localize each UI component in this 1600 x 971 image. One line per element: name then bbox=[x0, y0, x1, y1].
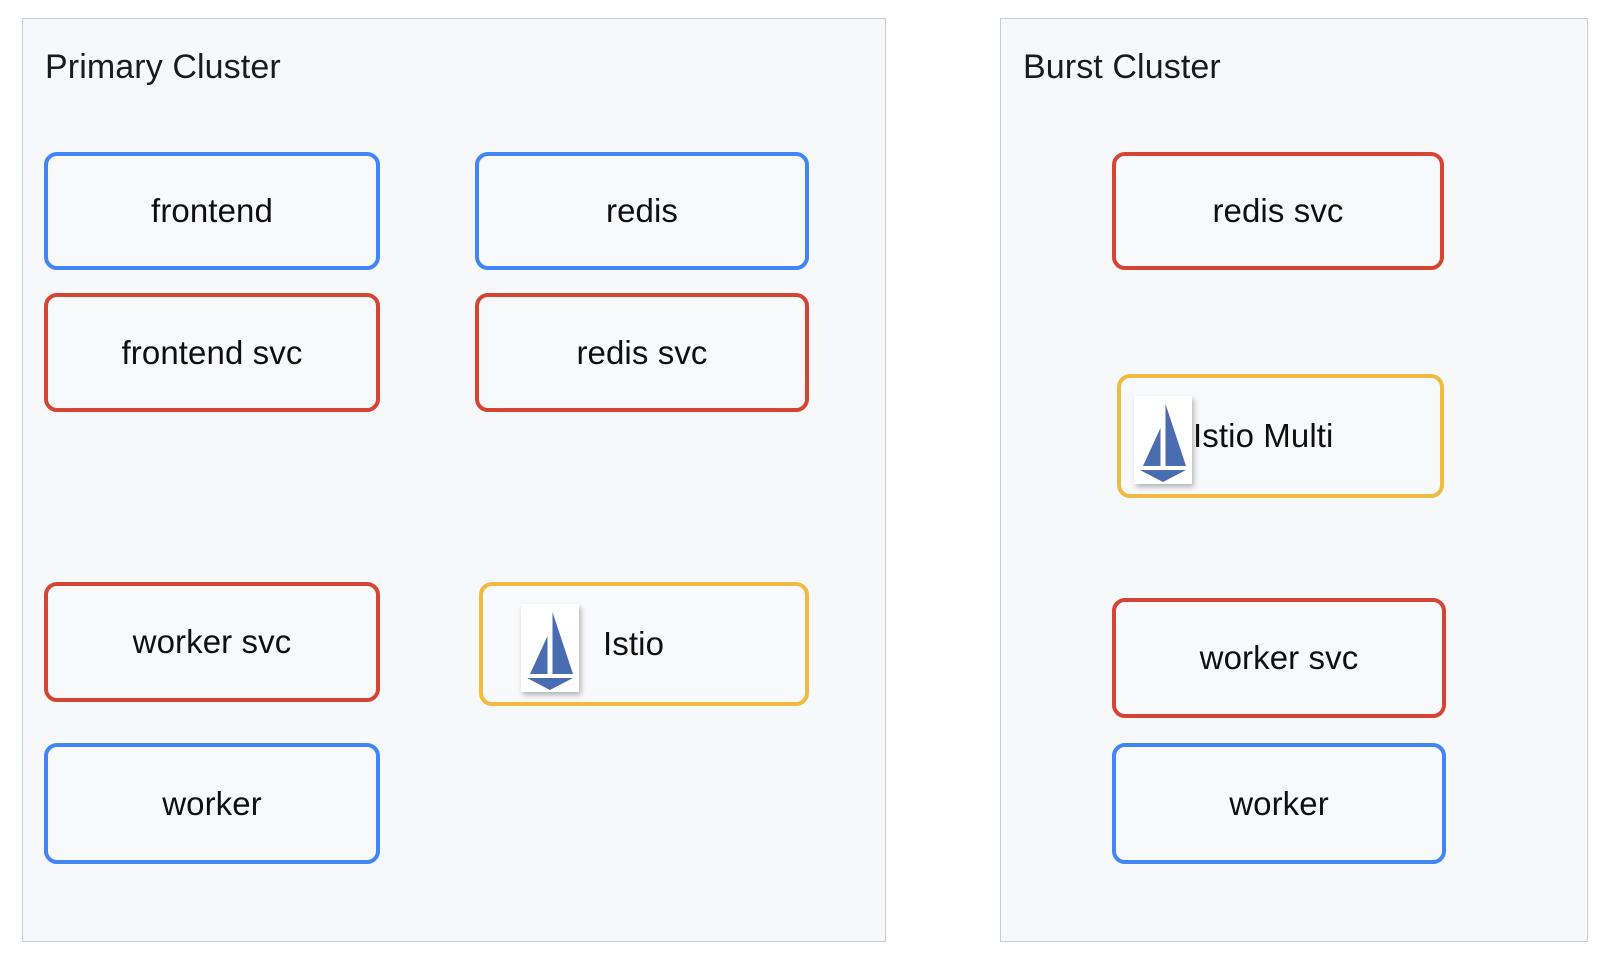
node-redis[interactable]: redis bbox=[475, 152, 809, 270]
node-redis-label: redis bbox=[605, 192, 679, 229]
node-istio[interactable]: Istio bbox=[479, 582, 809, 706]
istio-sailboat-logo-icon bbox=[1134, 396, 1192, 484]
node-frontend-svc[interactable]: frontend svc bbox=[44, 293, 380, 412]
node-worker[interactable]: worker bbox=[44, 743, 380, 864]
cluster-title-primary: Primary Cluster bbox=[45, 48, 281, 86]
cluster-title-burst: Burst Cluster bbox=[1023, 48, 1221, 86]
node-frontend[interactable]: frontend bbox=[44, 152, 380, 270]
node-burst-redis-svc[interactable]: redis svc bbox=[1112, 152, 1444, 270]
node-frontend-label: frontend bbox=[151, 192, 273, 229]
node-istio-label: Istio bbox=[603, 625, 665, 662]
node-redis-svc[interactable]: redis svc bbox=[475, 293, 809, 412]
node-burst-worker-svc[interactable]: worker svc bbox=[1112, 598, 1446, 718]
istio-sailboat-logo-icon bbox=[521, 604, 579, 692]
node-worker-svc[interactable]: worker svc bbox=[44, 582, 380, 702]
node-frontend-svc-label: frontend svc bbox=[121, 333, 303, 371]
node-burst-redis-svc-label: redis svc bbox=[1212, 192, 1344, 229]
node-burst-istio-multi-label: Istio Multi bbox=[1193, 417, 1334, 454]
node-worker-label: worker bbox=[162, 784, 262, 822]
node-burst-worker[interactable]: worker bbox=[1112, 743, 1446, 864]
node-burst-worker-label: worker bbox=[1229, 784, 1329, 822]
node-worker-svc-label: worker svc bbox=[132, 623, 292, 660]
node-burst-worker-svc-label: worker svc bbox=[1199, 639, 1359, 676]
node-redis-svc-label: redis svc bbox=[576, 333, 708, 371]
node-burst-istio-multi[interactable]: Istio Multi bbox=[1117, 374, 1444, 498]
